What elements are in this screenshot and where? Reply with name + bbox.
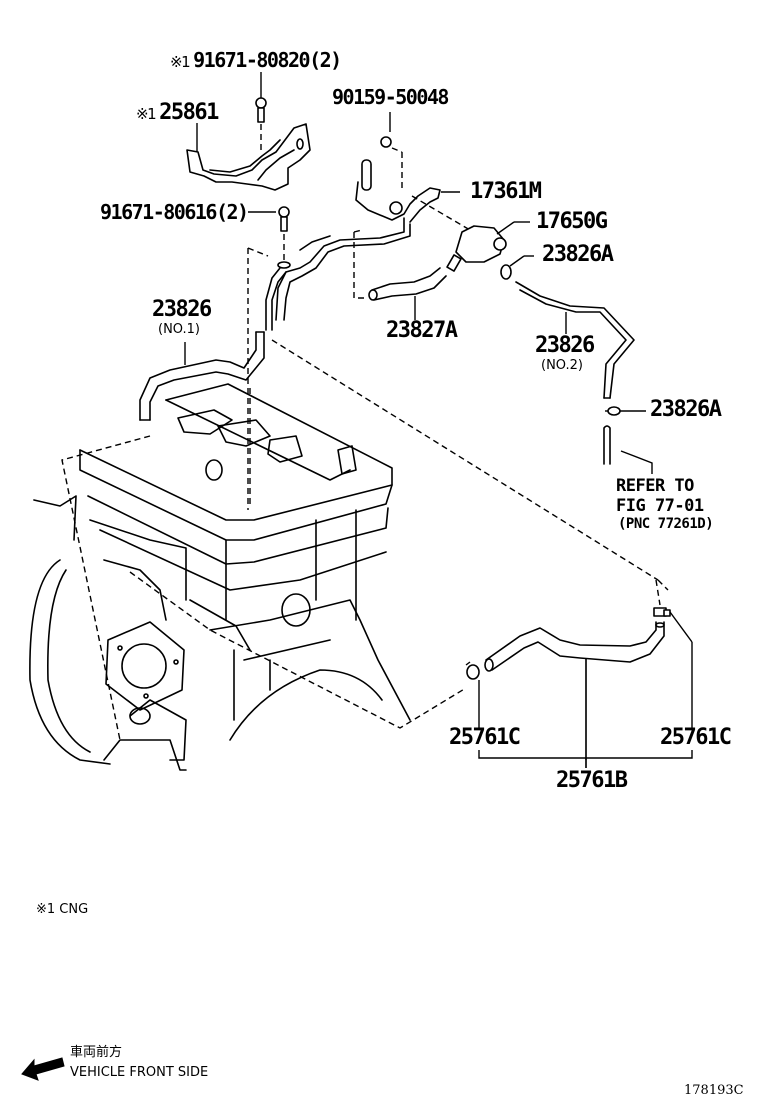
callout-25761C-right[interactable]: 25761C (660, 725, 732, 750)
nut-icon (381, 112, 402, 192)
part-number: 23827A (386, 318, 458, 343)
callout-hose-no1-sub: (NO.1) (158, 322, 200, 337)
cng-footnote: ※1 CNG (36, 902, 89, 917)
hose-23827A-icon (369, 268, 446, 320)
refer-line1: REFER TO (616, 476, 694, 496)
hose-no2-icon (516, 282, 634, 398)
part-number: 25761C (660, 725, 732, 750)
hose-no1-icon (140, 332, 264, 420)
refer-line2: FIG 77-01 (616, 495, 704, 516)
vehicle-front-label-jp: 車両前方 (70, 1045, 123, 1060)
part-number: 23826 (152, 297, 212, 322)
part-number: 91671-80616(2) (100, 200, 249, 224)
callout-17650G[interactable]: 17650G (536, 209, 608, 234)
callout-hose-no2[interactable]: 23826 (535, 333, 595, 358)
clamp-upper-icon (501, 256, 534, 279)
bolt-top-icon (256, 72, 266, 152)
part-number: 25761B (556, 768, 628, 793)
refer-to-note[interactable]: REFER TO FIG 77-01 (PNC 77261D) (616, 476, 714, 533)
part-number: 23826 (535, 333, 595, 358)
vehicle-front-label: VEHICLE FRONT SIDE (70, 1065, 209, 1080)
part-number: 25861 (159, 100, 219, 125)
vsv-17650G-icon (447, 222, 530, 271)
cng-mark: ※1 (136, 105, 157, 123)
part-number: 90159-50048 (332, 85, 449, 109)
bracket-25861-icon (187, 123, 310, 190)
callout-25761C-left[interactable]: 25761C (449, 725, 521, 750)
part-number: 23826A (542, 242, 614, 267)
callout-hose-no1[interactable]: 23826 (152, 297, 212, 322)
callout-nut[interactable]: 90159-50048 (332, 85, 449, 109)
valve-bracket-17361M-icon (266, 160, 470, 330)
part-number: 17650G (536, 209, 608, 234)
callout-23827A[interactable]: 23827A (386, 318, 458, 343)
bolt-mid-icon (248, 207, 290, 268)
figure-id: 178193C (684, 1083, 744, 1098)
part-number: 23826A (650, 397, 722, 422)
vehicle-front-arrow-icon (22, 1058, 64, 1080)
clamp-lower-icon (604, 407, 652, 474)
callout-hose-no2-sub: (NO.2) (541, 358, 583, 373)
callout-23826A-lower[interactable]: 23826A (650, 397, 722, 422)
callout-25761B[interactable]: 25761B (556, 768, 628, 793)
callout-bolt-mid[interactable]: 91671-80616(2) (100, 200, 249, 224)
part-number: 17361M (470, 179, 542, 204)
callout-17361M[interactable]: 17361M (470, 179, 542, 204)
hose-25761B-icon (466, 580, 692, 768)
refer-line3: (PNC 77261D) (618, 516, 714, 533)
part-number: 25761C (449, 725, 521, 750)
callout-23826A-upper[interactable]: 23826A (542, 242, 614, 267)
part-number: 91671-80820(2) (193, 48, 342, 72)
cng-mark: ※1 (170, 53, 191, 71)
